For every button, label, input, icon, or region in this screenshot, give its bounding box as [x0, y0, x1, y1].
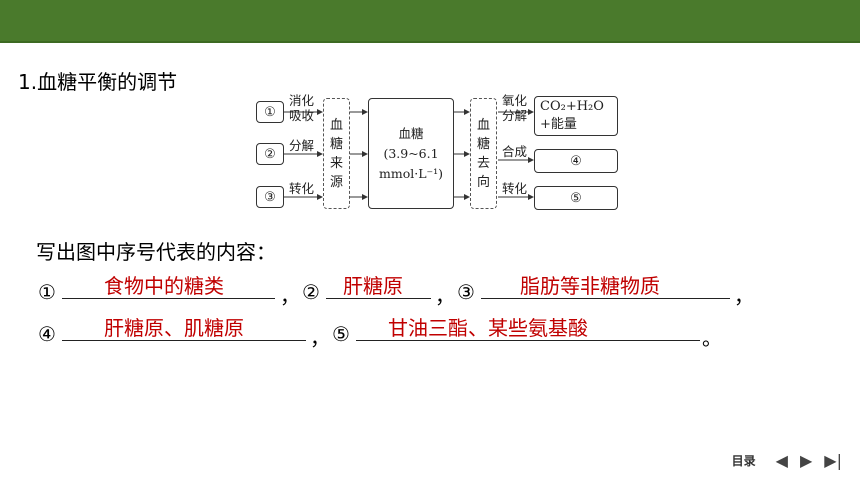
section-title: 1.血糖平衡的调节	[18, 70, 178, 94]
answer-sep-3: ，	[734, 284, 754, 308]
source-label-3: 转化	[289, 181, 315, 196]
blood-glucose-diagram: ① ② ③ 消化 吸收 分解 转化 血 糖 来 源 血糖 (3.9~6.1 mm…	[250, 92, 630, 217]
source-label-1: 消化 吸收	[289, 93, 315, 123]
answer-blank-2[interactable]	[326, 297, 431, 299]
sink-box-2: ④	[534, 149, 618, 173]
answer-sep-2: ，	[435, 284, 455, 308]
source-box-1: ①	[256, 101, 284, 123]
sink-group: 血 糖 去 向	[470, 98, 497, 209]
question-prompt: 写出图中序号代表的内容：	[36, 240, 276, 264]
answer-num-1: ①	[38, 280, 56, 304]
sink-label-3: 转化	[502, 181, 528, 196]
last-slide-icon[interactable]: ▶|	[824, 450, 842, 470]
answer-blank-3[interactable]	[481, 297, 730, 299]
answer-text-2: 肝糖原	[343, 274, 403, 298]
answer-num-3: ③	[457, 280, 475, 304]
answer-text-1: 食物中的糖类	[104, 274, 224, 298]
answer-sep-4: ，	[310, 326, 330, 350]
answer-sep-1: ，	[280, 284, 300, 308]
sink-box-1: CO₂+H₂O +能量	[534, 96, 618, 136]
answer-num-5: ⑤	[332, 322, 350, 346]
top-banner	[0, 0, 860, 43]
answer-text-4: 肝糖原、肌糖原	[104, 316, 244, 340]
answer-blank-5[interactable]	[356, 339, 700, 341]
answer-sep-5: 。	[702, 326, 722, 350]
answer-blank-1[interactable]	[62, 297, 275, 299]
prev-slide-icon[interactable]: ◀	[775, 450, 788, 470]
source-box-3: ③	[256, 186, 284, 208]
sink-label-2: 合成	[502, 144, 528, 159]
answer-blank-4[interactable]	[62, 339, 306, 341]
slide-nav: 目录 ◀ ▶ ▶|	[732, 452, 842, 469]
sink-label-1: 氧化 分解	[502, 93, 528, 123]
answer-text-3: 脂肪等非糖物质	[520, 274, 660, 298]
next-slide-icon[interactable]: ▶	[799, 450, 813, 470]
source-box-2: ②	[256, 143, 284, 165]
answer-num-2: ②	[302, 280, 320, 304]
answer-text-5: 甘油三酯、某些氨基酸	[388, 316, 588, 340]
center-glucose-box: 血糖 (3.9~6.1 mmol·L⁻¹)	[368, 98, 454, 209]
source-group: 血 糖 来 源	[323, 98, 350, 209]
answer-num-4: ④	[38, 322, 56, 346]
toc-link[interactable]: 目录	[731, 454, 756, 468]
diagram-arrows	[284, 109, 534, 200]
sink-box-3: ⑤	[534, 186, 618, 210]
source-label-2: 分解	[289, 138, 315, 153]
